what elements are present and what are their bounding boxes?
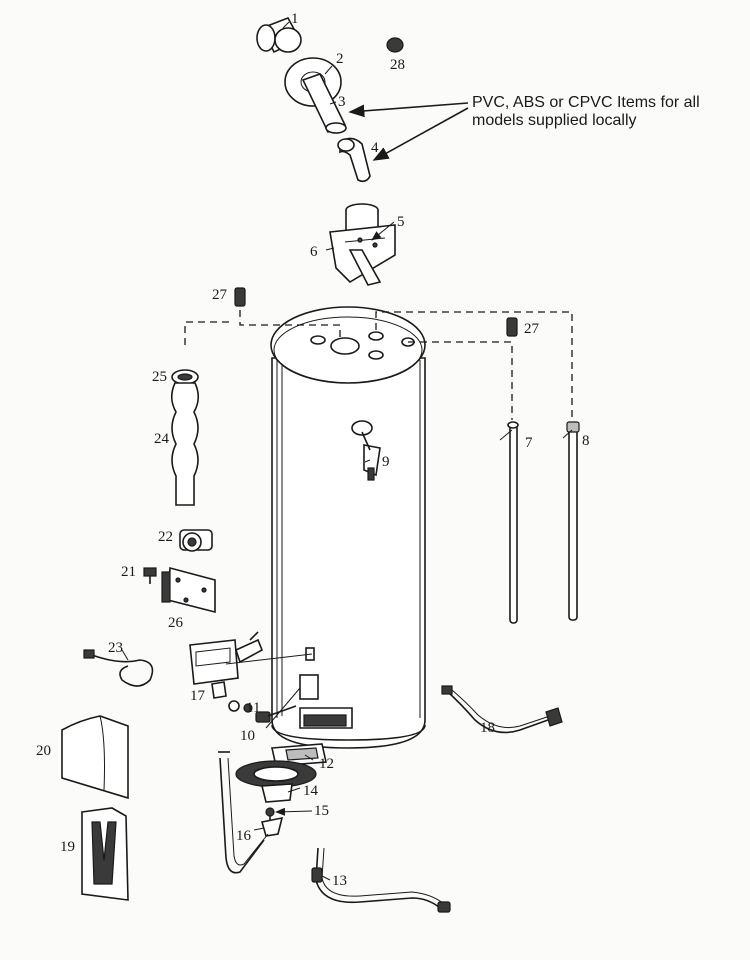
label-part-9: 9 — [382, 454, 390, 470]
label-part-26: 26 — [168, 615, 184, 631]
label-part-18: 18 — [480, 720, 495, 736]
thermopile-wire-part-18 — [441, 685, 563, 734]
power-cord-part-23 — [83, 649, 154, 687]
flexible-connector-part-24 — [170, 382, 200, 506]
label-part-15: 15 — [314, 803, 329, 819]
manifold-tube-part-16 — [218, 751, 284, 874]
arrow-to-part-3 — [348, 102, 469, 118]
label-part-28: 28 — [390, 57, 405, 73]
anode-rod-part-8 — [566, 421, 580, 621]
flue-opening — [330, 337, 360, 355]
screw-part-21 — [143, 567, 157, 584]
label-part-23: 23 — [108, 640, 123, 656]
label-part-12: 12 — [319, 756, 334, 772]
small-plug-part-28 — [386, 37, 404, 53]
draft-hood-part-5-6 — [329, 203, 396, 286]
vent-pipe-part-3 — [301, 73, 347, 134]
vent-coupling-part-1 — [256, 17, 302, 54]
arrow-to-part-4 — [372, 107, 469, 161]
fitting-part-11 — [228, 700, 253, 713]
label-part-21: 21 — [121, 564, 136, 580]
water-heater-tank — [270, 306, 426, 749]
label-part-1: 1 — [291, 11, 299, 27]
part-labels: 1 2 3 4 5 6 7 8 9 10 11 12 13 14 15 16 1… — [36, 11, 590, 889]
label-part-27-right: 27 — [524, 321, 540, 337]
label-part-7: 7 — [525, 435, 533, 451]
plug-part-27-right — [506, 317, 518, 337]
label-part-10: 10 — [240, 728, 255, 744]
label-part-14: 14 — [303, 783, 319, 799]
relief-valve-part-9 — [361, 431, 381, 481]
label-part-3: 3 — [338, 94, 346, 110]
gas-control-valve-part-17 — [189, 631, 264, 699]
vent-elbow-part-4 — [337, 137, 371, 183]
label-part-5: 5 — [397, 214, 405, 230]
supplied-locally-note: PVC, ABS or CPVC Items for all models su… — [348, 94, 700, 161]
label-part-27-left: 27 — [212, 287, 228, 303]
relief-valve-opening — [351, 420, 373, 436]
door-part-12 — [271, 743, 327, 767]
plug-part-27-left — [234, 287, 246, 307]
label-part-24: 24 — [154, 431, 170, 447]
bracket-part-26 — [161, 566, 216, 614]
flue-collar-part-25 — [171, 369, 199, 385]
label-part-20: 20 — [36, 743, 51, 759]
label-part-17: 17 — [190, 688, 206, 704]
pilot-assembly-part-13 — [311, 847, 451, 913]
label-part-13: 13 — [332, 873, 347, 889]
note-line-2: models supplied locally — [472, 112, 637, 129]
leader-lines — [121, 21, 573, 881]
burner-part-14 — [235, 760, 317, 803]
label-part-4: 4 — [371, 140, 379, 156]
outer-door-part-20 — [61, 715, 129, 800]
label-part-6: 6 — [310, 244, 318, 260]
label-part-22: 22 — [158, 529, 173, 545]
note-line-1: PVC, ABS or CPVC Items for all — [472, 94, 700, 111]
thermocouple-fitting-part-10 — [255, 705, 297, 723]
connection-lines — [184, 310, 573, 420]
anode-rod-part-7 — [507, 421, 519, 624]
label-part-25: 25 — [152, 369, 167, 385]
label-part-19: 19 — [60, 839, 75, 855]
label-part-16: 16 — [236, 828, 252, 844]
label-part-8: 8 — [582, 433, 590, 449]
pressure-switch-part-22 — [179, 529, 213, 552]
label-part-2: 2 — [336, 51, 344, 67]
inner-door-part-19 — [81, 807, 129, 901]
label-part-11: 11 — [246, 700, 260, 716]
